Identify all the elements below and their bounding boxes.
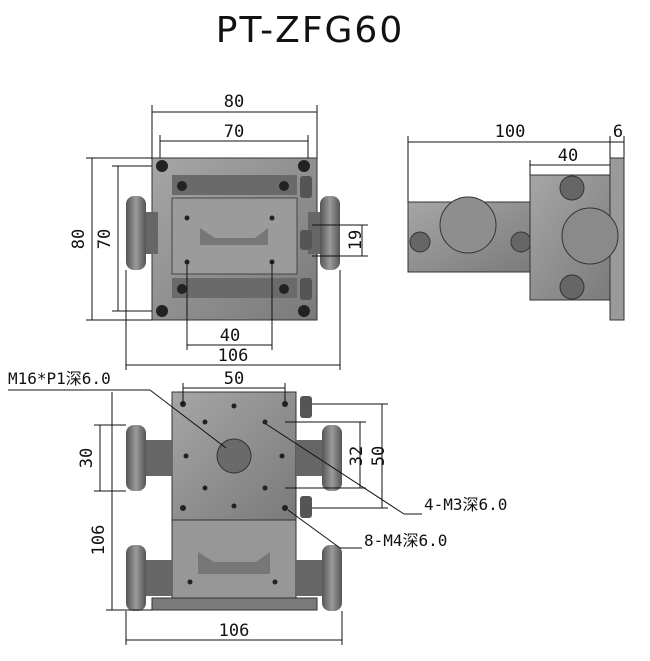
bottom-dovetail [198,552,270,574]
bottom-lock-upper[interactable] [300,396,312,418]
callout-center-thread: M16*P1深6.0 [8,369,111,388]
bottom-knob-upper-left[interactable] [126,425,172,491]
side-screw-left [409,231,431,253]
top-knob-left[interactable] [126,196,158,270]
bottom-center-hole [216,438,252,474]
bottom-dim-106-width: 106 [219,621,250,641]
top-lock-lower[interactable] [300,278,312,300]
bottom-dim-32: 32 [347,446,367,466]
bottom-knob-lower-left[interactable] [126,545,172,611]
side-lock-lower[interactable] [559,274,585,300]
bottom-knob-lower-right[interactable] [296,545,342,611]
side-dim-100: 100 [495,122,526,142]
side-lock-upper[interactable] [559,175,585,201]
side-dim-6: 6 [613,122,623,142]
side-view: 100 6 40 [407,122,625,321]
product-title: PT-ZFG60 [215,10,405,51]
top-lock-mid[interactable] [300,230,312,250]
bottom-mount-holes [180,401,288,585]
bottom-lower-stage [171,519,297,601]
top-dim-19: 19 [346,230,366,250]
bottom-dim-30: 30 [77,448,97,468]
top-view: 80 70 80 70 40 106 19 [69,92,368,370]
bottom-dim-50-width: 50 [224,369,244,389]
bottom-base [151,597,318,611]
top-lock-upper[interactable] [300,176,312,198]
top-knob-right[interactable] [308,196,340,270]
top-dim-70-width: 70 [224,122,244,142]
top-dim-106: 106 [218,346,249,366]
side-knob-disc[interactable] [439,196,497,254]
bottom-view: 50 30 106 32 50 106 M16*P1深6.0 4 [8,369,507,645]
side-screw-right [510,231,532,253]
top-dim-70-height: 70 [95,229,115,249]
top-stage [171,197,298,275]
side-stage-knob[interactable] [561,207,619,265]
top-dim-80-width: 80 [224,92,244,112]
top-dim-80-height: 80 [69,229,89,249]
callout-m4-holes: 8-M4深6.0 [364,531,447,550]
top-dim-40: 40 [220,326,240,346]
top-corner-screws [156,160,310,317]
bottom-dim-50-height: 50 [369,446,389,466]
top-rail-lower [172,278,297,298]
callout-m3-holes: 4-M3深6.0 [424,495,507,514]
bottom-lock-lower[interactable] [300,496,312,518]
top-dovetail [200,228,268,245]
side-dim-40: 40 [558,146,578,166]
bottom-dim-106-height: 106 [89,525,109,556]
top-rail-upper [172,175,297,195]
